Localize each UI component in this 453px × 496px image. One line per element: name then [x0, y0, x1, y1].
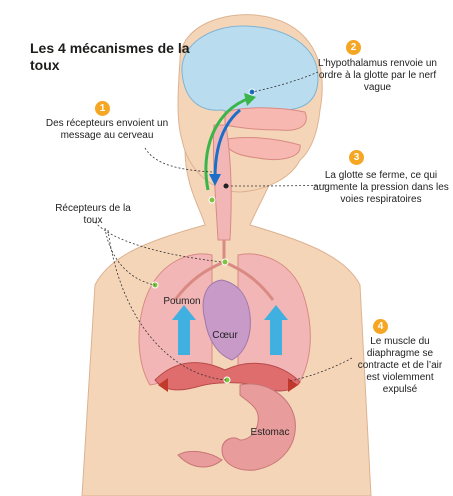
leader-lines	[94, 71, 353, 382]
stomach-shape	[221, 383, 296, 471]
signal-down-arrowhead	[209, 174, 221, 186]
heart-shape	[202, 279, 251, 361]
step-3-text: La glotte se ferme, ce qui augmente la p…	[313, 170, 449, 205]
stomach-label: Estomac	[250, 427, 290, 438]
step-2-badge: 2	[346, 40, 361, 55]
signal-down-arrow	[213, 108, 241, 179]
brain-shape	[181, 25, 319, 116]
bronchi	[173, 240, 275, 301]
signal-up-arrow	[204, 96, 251, 191]
air-arrow-left	[172, 305, 196, 355]
receptors-label: Récepteurs de la toux	[55, 203, 131, 226]
air-arrow-right	[264, 305, 288, 355]
step-1-text: Des récepteurs envoient un message au ce…	[45, 118, 169, 141]
heart-label: Cœur	[212, 330, 238, 341]
figure-title: Les 4 mécanismes de la toux	[30, 40, 190, 73]
step-2-text: L’hypothalamus renvoie un ordre à la glo…	[318, 58, 437, 93]
step-3-badge: 3	[349, 150, 364, 165]
lung-label: Poumon	[163, 296, 201, 307]
step-1-badge: 1	[95, 101, 110, 116]
glottis-dot	[223, 183, 229, 189]
diaphragm-arrow-left	[158, 378, 168, 392]
receptor-dot	[208, 196, 216, 204]
diaphragm-arrow-right	[288, 378, 298, 392]
nasal-cavity	[224, 107, 307, 131]
intestine-shape	[177, 450, 223, 468]
step-4-badge: 4	[373, 319, 388, 334]
signal-up-arrowhead	[244, 93, 256, 106]
receptor-dot	[221, 258, 229, 266]
step-4-text: Le muscle du diaphragme se contracte et …	[357, 336, 443, 395]
oral-cavity	[221, 137, 301, 160]
receptor-dot	[223, 376, 231, 384]
